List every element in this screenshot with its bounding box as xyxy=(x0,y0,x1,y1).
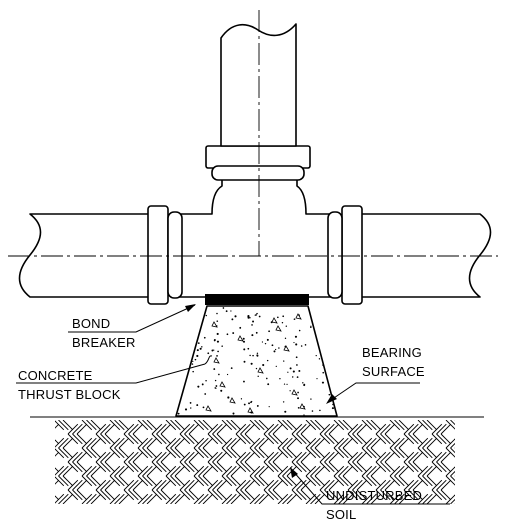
undisturbed-soil-label: UNDISTURBED SOIL xyxy=(326,488,422,522)
concrete-thrust-block-leader xyxy=(16,355,213,384)
concrete-thrust-block-label: CONCRETE THRUST BLOCK xyxy=(18,368,121,402)
main-pipe xyxy=(18,145,492,305)
concrete-thrust-block xyxy=(175,305,338,417)
bond-breaker-label-line2: BREAKER xyxy=(72,335,136,350)
bearing-surface-label-line1: BEARING xyxy=(362,345,422,360)
bond-breaker-leader xyxy=(68,304,196,333)
bond-breaker-label: BOND BREAKER xyxy=(72,316,136,350)
bond-breaker-label-line1: BOND xyxy=(72,316,110,331)
bearing-surface-label-line2: SURFACE xyxy=(362,364,425,379)
bond-breaker-pad xyxy=(205,294,309,305)
concrete-thrust-block-label-line1: CONCRETE xyxy=(18,368,93,383)
concrete-thrust-block-label-line2: THRUST BLOCK xyxy=(18,387,121,402)
undisturbed-soil-leader xyxy=(290,467,450,505)
bearing-surface-label: BEARING SURFACE xyxy=(362,345,425,379)
undisturbed-soil-label-line2: SOIL xyxy=(326,507,356,522)
undisturbed-soil-hatching xyxy=(55,420,455,504)
branch-pipe xyxy=(220,23,297,147)
undisturbed-soil-label-line1: UNDISTURBED xyxy=(326,488,422,503)
bearing-surface-leader xyxy=(326,382,420,404)
